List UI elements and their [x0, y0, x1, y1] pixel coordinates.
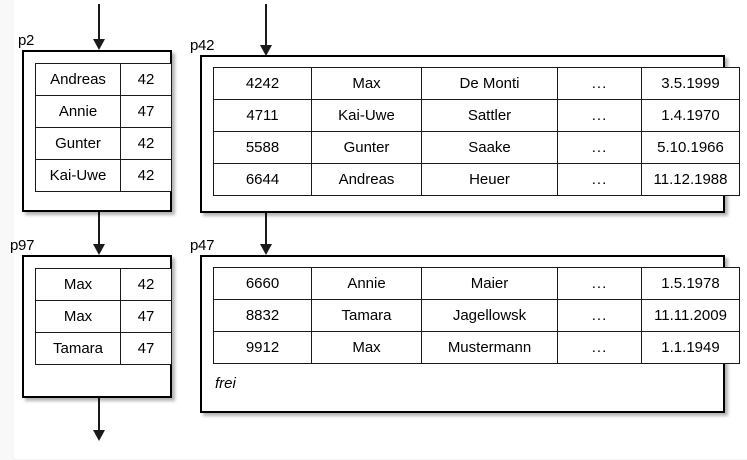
cell-bucket: 42: [120, 268, 172, 301]
cell-id: 9912: [213, 331, 312, 364]
table-row[interactable]: Gunter 42: [35, 127, 172, 160]
table-row[interactable]: Max 42: [35, 268, 172, 301]
block-label-p2: p2: [18, 32, 35, 49]
table-p97: Max 42 Max 47 Tamara 47: [35, 268, 172, 365]
table-row[interactable]: 5588 Gunter Saake ... 5.10.1966: [213, 131, 740, 164]
table-row[interactable]: 8832 Tamara Jagellowsk ... 11.11.2009: [213, 299, 740, 332]
table-p47: 6660 Annie Maier ... 1.5.1978 8832 Tamar…: [213, 267, 740, 364]
cell-firstname: Gunter: [311, 131, 422, 164]
cell-name: Max: [35, 268, 121, 301]
cell-lastname: Maier: [421, 267, 558, 300]
cell-date: 1.5.1978: [641, 267, 740, 300]
cell-id: 5588: [213, 131, 312, 164]
cell-bucket: 47: [120, 95, 172, 128]
cell-name: Max: [35, 300, 121, 333]
cell-more: ...: [557, 163, 642, 196]
table-p42: 4242 Max De Monti ... 3.5.1999 4711 Kai-…: [213, 67, 740, 196]
cell-more: ...: [557, 131, 642, 164]
cell-more: ...: [557, 67, 642, 100]
cell-more: ...: [557, 267, 642, 300]
cell-date: 1.1.1949: [641, 331, 740, 364]
cell-more: ...: [557, 331, 642, 364]
cell-firstname: Max: [311, 331, 422, 364]
page-left-gutter: [0, 0, 14, 460]
cell-bucket: 47: [120, 332, 172, 365]
cell-bucket: 47: [120, 300, 172, 333]
block-label-p97: p97: [10, 237, 35, 254]
table-row[interactable]: 4242 Max De Monti ... 3.5.1999: [213, 67, 740, 100]
cell-firstname: Andreas: [311, 163, 422, 196]
cell-more: ...: [557, 99, 642, 132]
cell-lastname: De Monti: [421, 67, 558, 100]
cell-date: 3.5.1999: [641, 67, 740, 100]
block-p42[interactable]: 4242 Max De Monti ... 3.5.1999 4711 Kai-…: [200, 55, 740, 213]
cell-id: 6644: [213, 163, 312, 196]
cell-id: 4242: [213, 67, 312, 100]
cell-id: 4711: [213, 99, 312, 132]
table-row[interactable]: Kai-Uwe 42: [35, 159, 172, 192]
cell-date: 11.11.2009: [641, 299, 740, 332]
cell-firstname: Max: [311, 67, 422, 100]
cell-id: 6660: [213, 267, 312, 300]
table-row[interactable]: Tamara 47: [35, 332, 172, 365]
cell-more: ...: [557, 299, 642, 332]
cell-date: 5.10.1966: [641, 131, 740, 164]
table-p2: Andreas 42 Annie 47 Gunter 42 Kai-Uwe 42: [35, 63, 172, 192]
cell-bucket: 42: [120, 127, 172, 160]
block-label-p42: p42: [190, 37, 215, 54]
cell-lastname: Mustermann: [421, 331, 558, 364]
table-row[interactable]: 6644 Andreas Heuer ... 11.12.1988: [213, 163, 740, 196]
table-row[interactable]: Max 47: [35, 300, 172, 333]
table-row[interactable]: 9912 Max Mustermann ... 1.1.1949: [213, 331, 740, 364]
cell-lastname: Jagellowsk: [421, 299, 558, 332]
cell-bucket: 42: [120, 63, 172, 96]
cell-bucket: 42: [120, 159, 172, 192]
cell-lastname: Saake: [421, 131, 558, 164]
cell-id: 8832: [213, 299, 312, 332]
cell-name: Tamara: [35, 332, 121, 365]
cell-lastname: Heuer: [421, 163, 558, 196]
table-row[interactable]: Annie 47: [35, 95, 172, 128]
cell-date: 11.12.1988: [641, 163, 740, 196]
cell-date: 1.4.1970: [641, 99, 740, 132]
block-p97[interactable]: Max 42 Max 47 Tamara 47: [22, 255, 172, 398]
cell-name: Gunter: [35, 127, 121, 160]
cell-firstname: Kai-Uwe: [311, 99, 422, 132]
block-label-p47: p47: [190, 237, 215, 254]
table-row[interactable]: Andreas 42: [35, 63, 172, 96]
table-row[interactable]: 4711 Kai-Uwe Sattler ... 1.4.1970: [213, 99, 740, 132]
block-p2[interactable]: Andreas 42 Annie 47 Gunter 42 Kai-Uwe 42: [22, 50, 172, 212]
free-space-label: frei: [215, 375, 236, 392]
cell-name: Annie: [35, 95, 121, 128]
cell-name: Kai-Uwe: [35, 159, 121, 192]
block-p47[interactable]: 6660 Annie Maier ... 1.5.1978 8832 Tamar…: [200, 255, 740, 413]
cell-name: Andreas: [35, 63, 121, 96]
cell-firstname: Annie: [311, 267, 422, 300]
table-row[interactable]: 6660 Annie Maier ... 1.5.1978: [213, 267, 740, 300]
cell-firstname: Tamara: [311, 299, 422, 332]
cell-lastname: Sattler: [421, 99, 558, 132]
